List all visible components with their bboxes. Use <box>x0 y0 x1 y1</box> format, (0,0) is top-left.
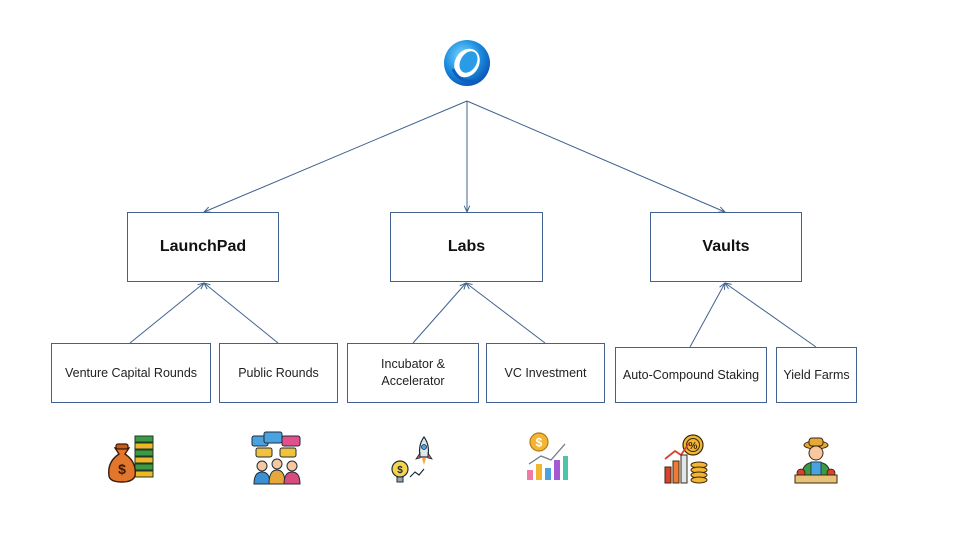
edge-yield-vaults <box>725 283 817 348</box>
edge-venture-launchpad <box>129 283 204 344</box>
edge-vc-labs <box>466 283 546 344</box>
rocket-idea-icon: $ <box>391 435 433 483</box>
item-yield-farms: Yield Farms <box>776 347 857 403</box>
svg-text:%: % <box>689 441 698 452</box>
item-label: VC Investment <box>504 365 587 380</box>
category-labs: Labs <box>390 212 543 282</box>
crowd-chat-icon <box>251 431 301 485</box>
item-label: Incubator & Accelerator <box>381 357 445 388</box>
edge-root-launchpad <box>204 100 468 212</box>
growth-chart-coin-icon: $ <box>527 432 568 480</box>
svg-text:$: $ <box>118 461 126 477</box>
item-vc-investment: VC Investment <box>486 343 605 403</box>
item-label: Public Rounds <box>238 365 319 380</box>
edge-root-vaults <box>466 100 725 212</box>
item-venture-capital-rounds: Venture Capital Rounds <box>51 343 211 403</box>
category-launchpad: LaunchPad <box>127 212 279 282</box>
category-label: LaunchPad <box>159 238 247 255</box>
edge-staking-vaults <box>689 283 725 348</box>
item-label: Yield Farms <box>783 367 850 382</box>
compound-interest-icon: % <box>664 434 708 484</box>
item-public-rounds: Public Rounds <box>219 343 338 403</box>
category-vaults: Vaults <box>650 212 802 282</box>
money-bag-coins-icon: $ <box>108 435 154 483</box>
item-label: Auto-Compound Staking <box>622 367 760 382</box>
item-label: Venture Capital Rounds <box>64 365 198 380</box>
item-auto-compound-staking: Auto-Compound Staking <box>615 347 767 403</box>
edge-incubator-labs <box>412 283 466 344</box>
category-label: Labs <box>447 238 486 255</box>
farmer-icon <box>794 437 838 484</box>
edge-public-launchpad <box>204 283 279 344</box>
category-label: Vaults <box>702 238 750 255</box>
svg-text:$: $ <box>397 465 403 476</box>
item-incubator-accelerator: Incubator & Accelerator <box>347 343 479 403</box>
swirl-logo-icon <box>444 40 490 86</box>
svg-text:$: $ <box>536 436 543 450</box>
